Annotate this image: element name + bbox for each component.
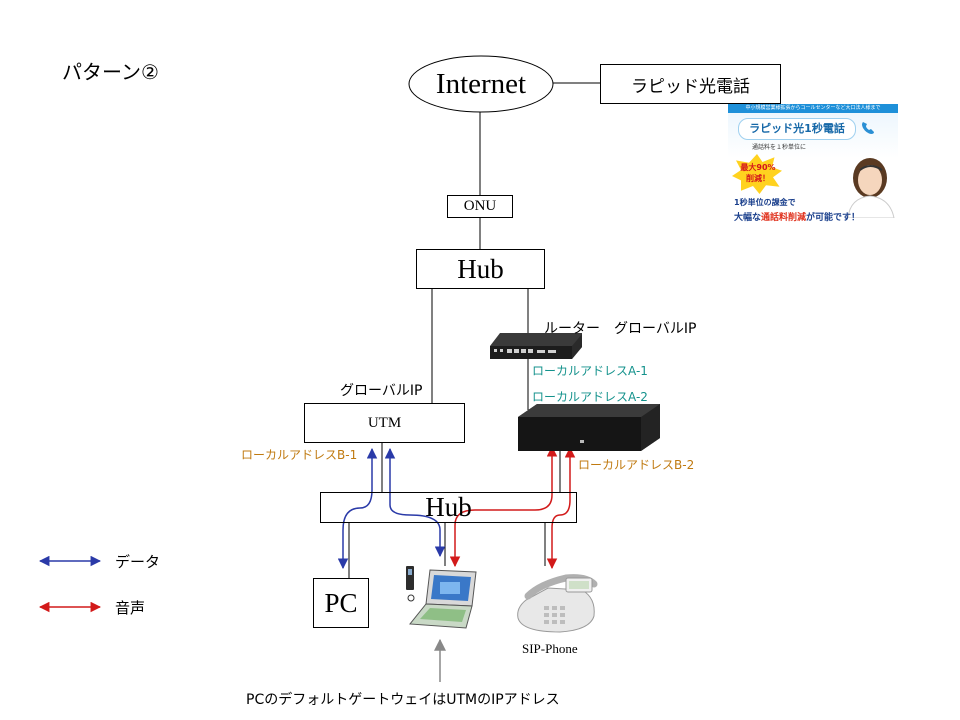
hub-bottom-box: Hub <box>320 492 577 523</box>
internet-label: Internet <box>435 68 527 100</box>
pc-box: PC <box>313 578 369 628</box>
ad-line2-c: が可能です！ <box>806 213 861 223</box>
local-address-b2: ローカルアドレスB-2 <box>578 458 695 472</box>
ad-burst-text: 最大90%削減！ <box>740 163 776 183</box>
internet-cloud <box>408 55 554 113</box>
utm-label: UTM <box>367 414 402 431</box>
ad-line2-a: 大幅な <box>734 213 762 223</box>
hub-bottom-label: Hub <box>425 492 472 522</box>
onu-label: ONU <box>463 198 497 214</box>
hub-top-box: Hub <box>416 249 545 289</box>
hikari-phone-label: ラピッド光電話 <box>631 76 750 97</box>
handset-icon <box>862 122 874 134</box>
legend-data-label: データ <box>115 553 161 571</box>
ad-line1: 1秒単位の課金で <box>734 198 796 207</box>
rapid-phone-ad: 中小規模営業様拡張からコールセンターなど大口法人様まで ラピッド光1秒電話 通話… <box>728 104 898 224</box>
router-label: ルーター グローバルIP <box>544 321 697 337</box>
sip-phone-label: SIP-Phone <box>522 641 578 656</box>
local-address-b1: ローカルアドレスB-1 <box>241 448 358 462</box>
utm-box: UTM <box>304 403 465 443</box>
ad-operator-photo <box>847 158 895 218</box>
data-arrow-pc <box>337 447 378 570</box>
footnote: PCのデフォルトゲートウェイはUTMのIPアドレス <box>246 692 560 708</box>
voice-arrow-sip <box>546 446 576 570</box>
hub-top-label: Hub <box>457 253 504 284</box>
local-address-a1: ローカルアドレスA-1 <box>532 364 648 378</box>
local-address-a2: ローカルアドレスA-2 <box>532 390 648 404</box>
server-device <box>518 404 660 451</box>
ad-top-strip: 中小規模営業様拡張からコールセンターなど大口法人様まで <box>728 104 898 113</box>
data-arrow-laptop <box>384 447 446 558</box>
sip-phone-device <box>517 574 598 633</box>
ad-subtitle: 通話料を１秒単位に <box>752 144 807 151</box>
router-device <box>490 333 582 359</box>
onu-box: ONU <box>447 195 513 218</box>
pc-label: PC <box>324 587 358 618</box>
laptop-device <box>406 566 477 629</box>
utm-global-ip-label: グローバルIP <box>340 383 423 399</box>
pattern-title: パターン② <box>62 60 159 84</box>
hikari-phone-box: ラピッド光電話 <box>600 64 781 104</box>
ad-title: ラピッド光1秒電話 <box>738 118 856 140</box>
ad-line2-b: 通話料削減 <box>761 213 807 223</box>
ad-line2: 大幅な通話料削減が可能です！ <box>734 210 860 223</box>
legend-voice-label: 音声 <box>115 599 146 617</box>
